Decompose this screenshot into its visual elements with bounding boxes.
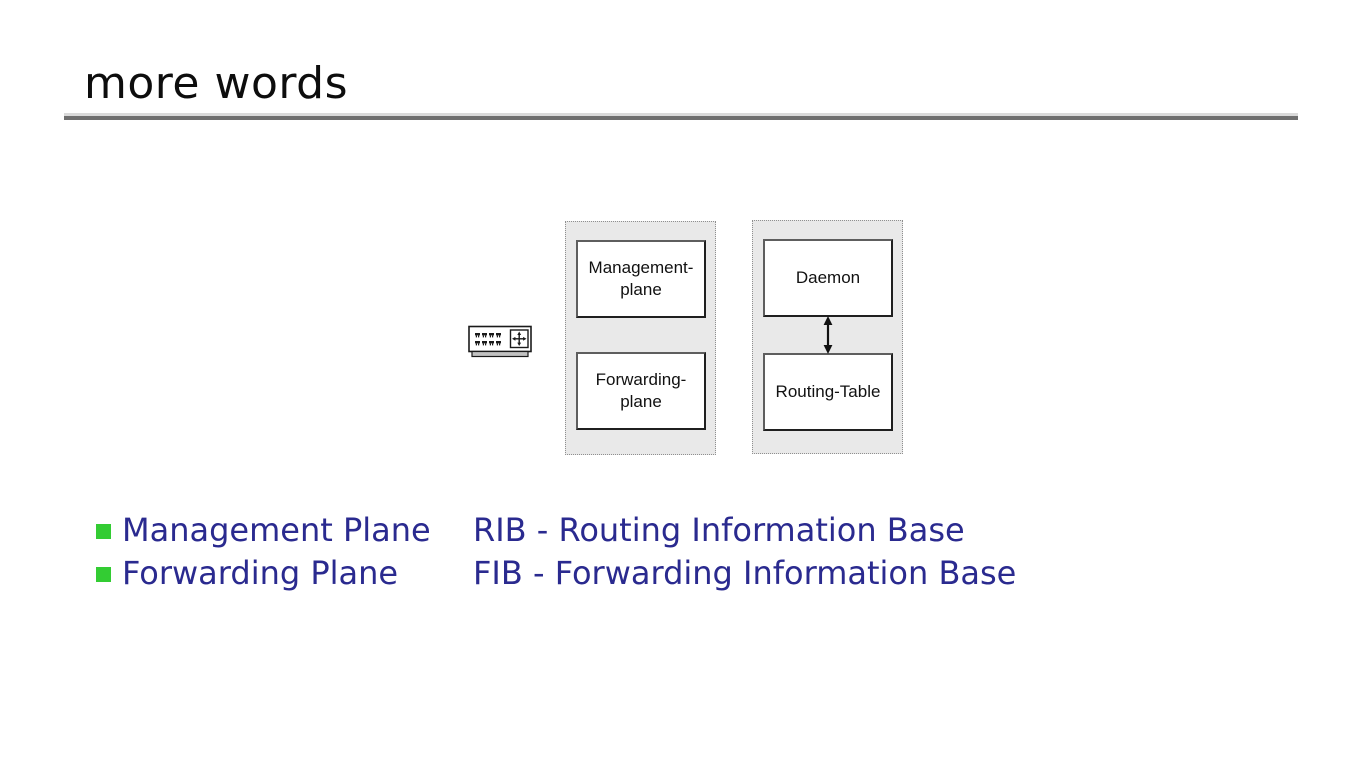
routing-cross-icon bbox=[509, 329, 529, 349]
daemon-label: Daemon bbox=[795, 268, 861, 287]
router-device-icon bbox=[468, 325, 534, 363]
definition-rib: RIB - Routing Information Base bbox=[473, 511, 965, 549]
slide-title: more words bbox=[84, 58, 349, 109]
green-square-bullet bbox=[96, 524, 111, 539]
definition-fib: FIB - Forwarding Information Base bbox=[473, 554, 1017, 592]
port-glyphs bbox=[475, 333, 501, 346]
forwarding-plane-label-line1: Forwarding- bbox=[595, 370, 687, 389]
forwarding-plane-label-line2: plane bbox=[620, 392, 662, 411]
management-plane-label-line2: plane bbox=[620, 280, 662, 299]
routing-table-box: Routing-Table bbox=[763, 353, 893, 431]
green-square-bullet bbox=[96, 567, 111, 582]
bullet-label-management-plane: Management Plane bbox=[122, 511, 431, 549]
bullet-label-forwarding-plane: Forwarding Plane bbox=[122, 554, 399, 592]
management-plane-box: Management- plane bbox=[576, 240, 706, 318]
vertical-double-arrow-icon bbox=[819, 315, 837, 359]
management-plane-label-line1: Management- bbox=[588, 258, 694, 277]
routing-table-label: Routing-Table bbox=[775, 382, 881, 401]
daemon-box: Daemon bbox=[763, 239, 893, 317]
forwarding-plane-box: Forwarding- plane bbox=[576, 352, 706, 430]
title-underline-rule bbox=[64, 113, 1298, 120]
